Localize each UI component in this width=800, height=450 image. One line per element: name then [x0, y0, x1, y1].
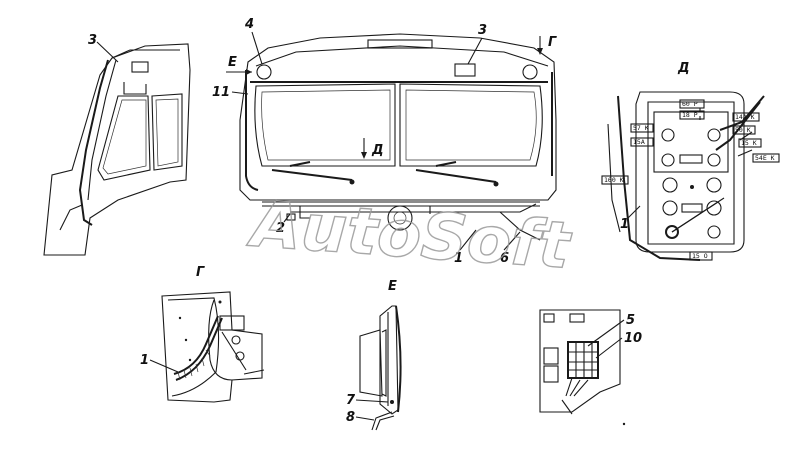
- callout-11: 11: [212, 85, 230, 100]
- cab-side-view: [43, 43, 191, 256]
- view-D-callout-1: 1: [620, 217, 629, 232]
- view-G-title: Г: [196, 265, 205, 280]
- callout-3-right: 3: [478, 23, 487, 38]
- switch-panel-detail: [539, 309, 621, 415]
- detail-view-E: [359, 305, 402, 431]
- callout-4: 4: [244, 17, 254, 32]
- tag-160k: 160 К: [604, 176, 624, 184]
- tag-18p: 18 Р: [682, 111, 698, 119]
- tag-54ek: 54Е К: [755, 154, 775, 162]
- tag-15k: 15 К: [741, 139, 757, 147]
- view-E-title: Е: [388, 279, 397, 294]
- callout-3-left: 3: [88, 33, 97, 48]
- view-D-title: Д: [677, 61, 690, 76]
- tag-14ak: 14А К: [735, 113, 755, 121]
- view-E-callout-8: 8: [346, 410, 355, 425]
- connector-tags: 60 Р 18 Р 57 К 15А 14А К 50 К 15 К 54Е К…: [601, 99, 780, 261]
- callout-5: 5: [626, 313, 635, 328]
- tag-57k: 57 К: [633, 124, 649, 132]
- view-G-callout-1: 1: [140, 353, 149, 368]
- tag-15a: 15А: [633, 138, 645, 146]
- callout-D-arrow: Д: [371, 143, 384, 158]
- tag-15o: 15 О: [692, 252, 708, 260]
- callout-2: 2: [276, 221, 285, 236]
- callout-G-arrow: Г: [548, 35, 557, 50]
- relay-panel-view-D: [607, 91, 765, 261]
- callout-E-arrow: Е: [228, 55, 237, 70]
- detail-view-G: [161, 291, 265, 403]
- cab-front-view: [239, 33, 557, 241]
- callout-1-main: 1: [454, 251, 463, 266]
- view-E-callout-7: 7: [346, 393, 356, 408]
- tag-60p: 60 Р: [682, 100, 698, 108]
- callout-6: 6: [500, 251, 509, 266]
- callout-10: 10: [624, 331, 642, 346]
- tag-50k: 50 К: [735, 126, 751, 134]
